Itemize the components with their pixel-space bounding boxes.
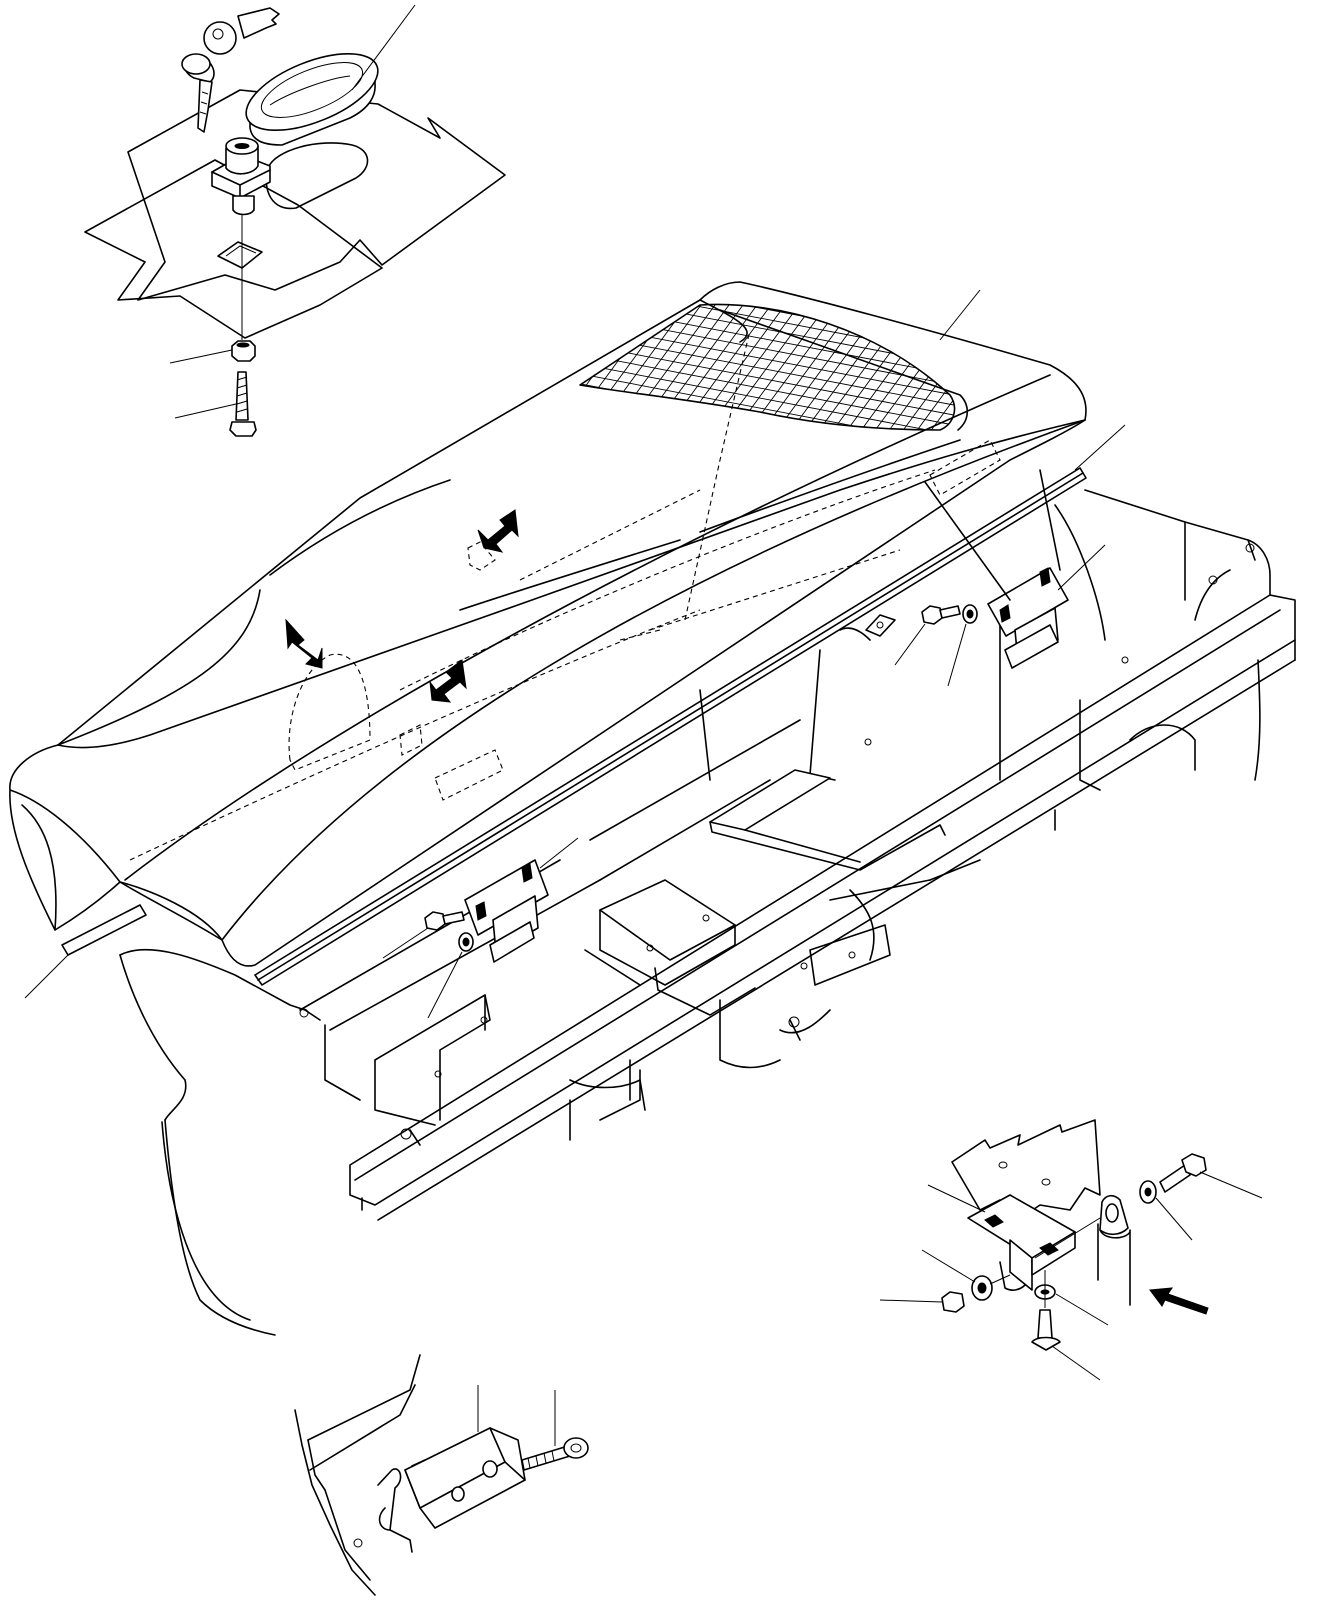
grille-line [580,349,955,430]
leader-line [351,4,416,91]
hood-panel-section [127,89,506,301]
leader-line [1057,544,1106,591]
keys-icon [181,7,280,133]
nut-icon [231,340,256,362]
grille-line [580,339,955,421]
leader-line [879,1299,943,1303]
washer-icon [962,604,978,624]
grille-line [350,290,460,440]
grille-line [378,290,488,440]
grille-line [280,290,390,440]
grille-line [294,290,404,440]
hinge-icon [924,481,1069,669]
hinge-icon [464,859,549,963]
grille-line [580,369,955,430]
leader-line [1051,1345,1101,1381]
bolt-icon [424,911,465,931]
grille-line [1092,290,1202,440]
grille-line [336,290,446,440]
leader-line [1155,1197,1193,1241]
leader-line [921,1249,976,1283]
grille-line [923,304,955,430]
seal-icon [24,424,1126,999]
detail-striker-view [294,1354,589,1596]
grille-line [1120,290,1230,440]
leader-line [927,1184,986,1213]
lock-assembly [84,4,506,437]
leader-line [24,954,69,999]
screw-icon [229,371,257,437]
grille-line [364,290,474,440]
grille-line [580,359,955,430]
leader-line [939,289,981,341]
detail-arrows [285,509,1209,1315]
leader-line [1055,1293,1109,1326]
leader-line [894,623,926,666]
leader-line [539,837,579,869]
grille-line [322,290,432,440]
oval-cover-icon [245,52,379,146]
arrow-icon [285,618,323,669]
lock-slot [265,142,369,210]
lock-icon [211,137,271,216]
grille-line [909,304,955,430]
arrow-icon [1149,1287,1209,1315]
engine-hood [9,281,1087,967]
grille-line [308,290,418,440]
leader-line [427,951,463,1019]
leader-line [169,349,233,364]
striker-bracket [404,1427,526,1529]
grille-line [1106,290,1216,440]
washer-icon [458,932,474,952]
grille-line [1078,290,1188,440]
arrow-icon [477,509,519,553]
leader-line [382,927,429,959]
leader-line [1074,424,1126,471]
bolt-icon [921,605,961,625]
detail-hinge-view [879,1119,1263,1381]
arrow-icon [429,659,467,703]
leader-line [174,403,237,419]
leader-line [1199,1171,1263,1199]
striker-bolt [1159,1164,1191,1193]
grille-line [392,290,502,440]
machine-body [119,469,1296,1336]
lock-hole [217,241,263,269]
leader-line [947,623,967,687]
